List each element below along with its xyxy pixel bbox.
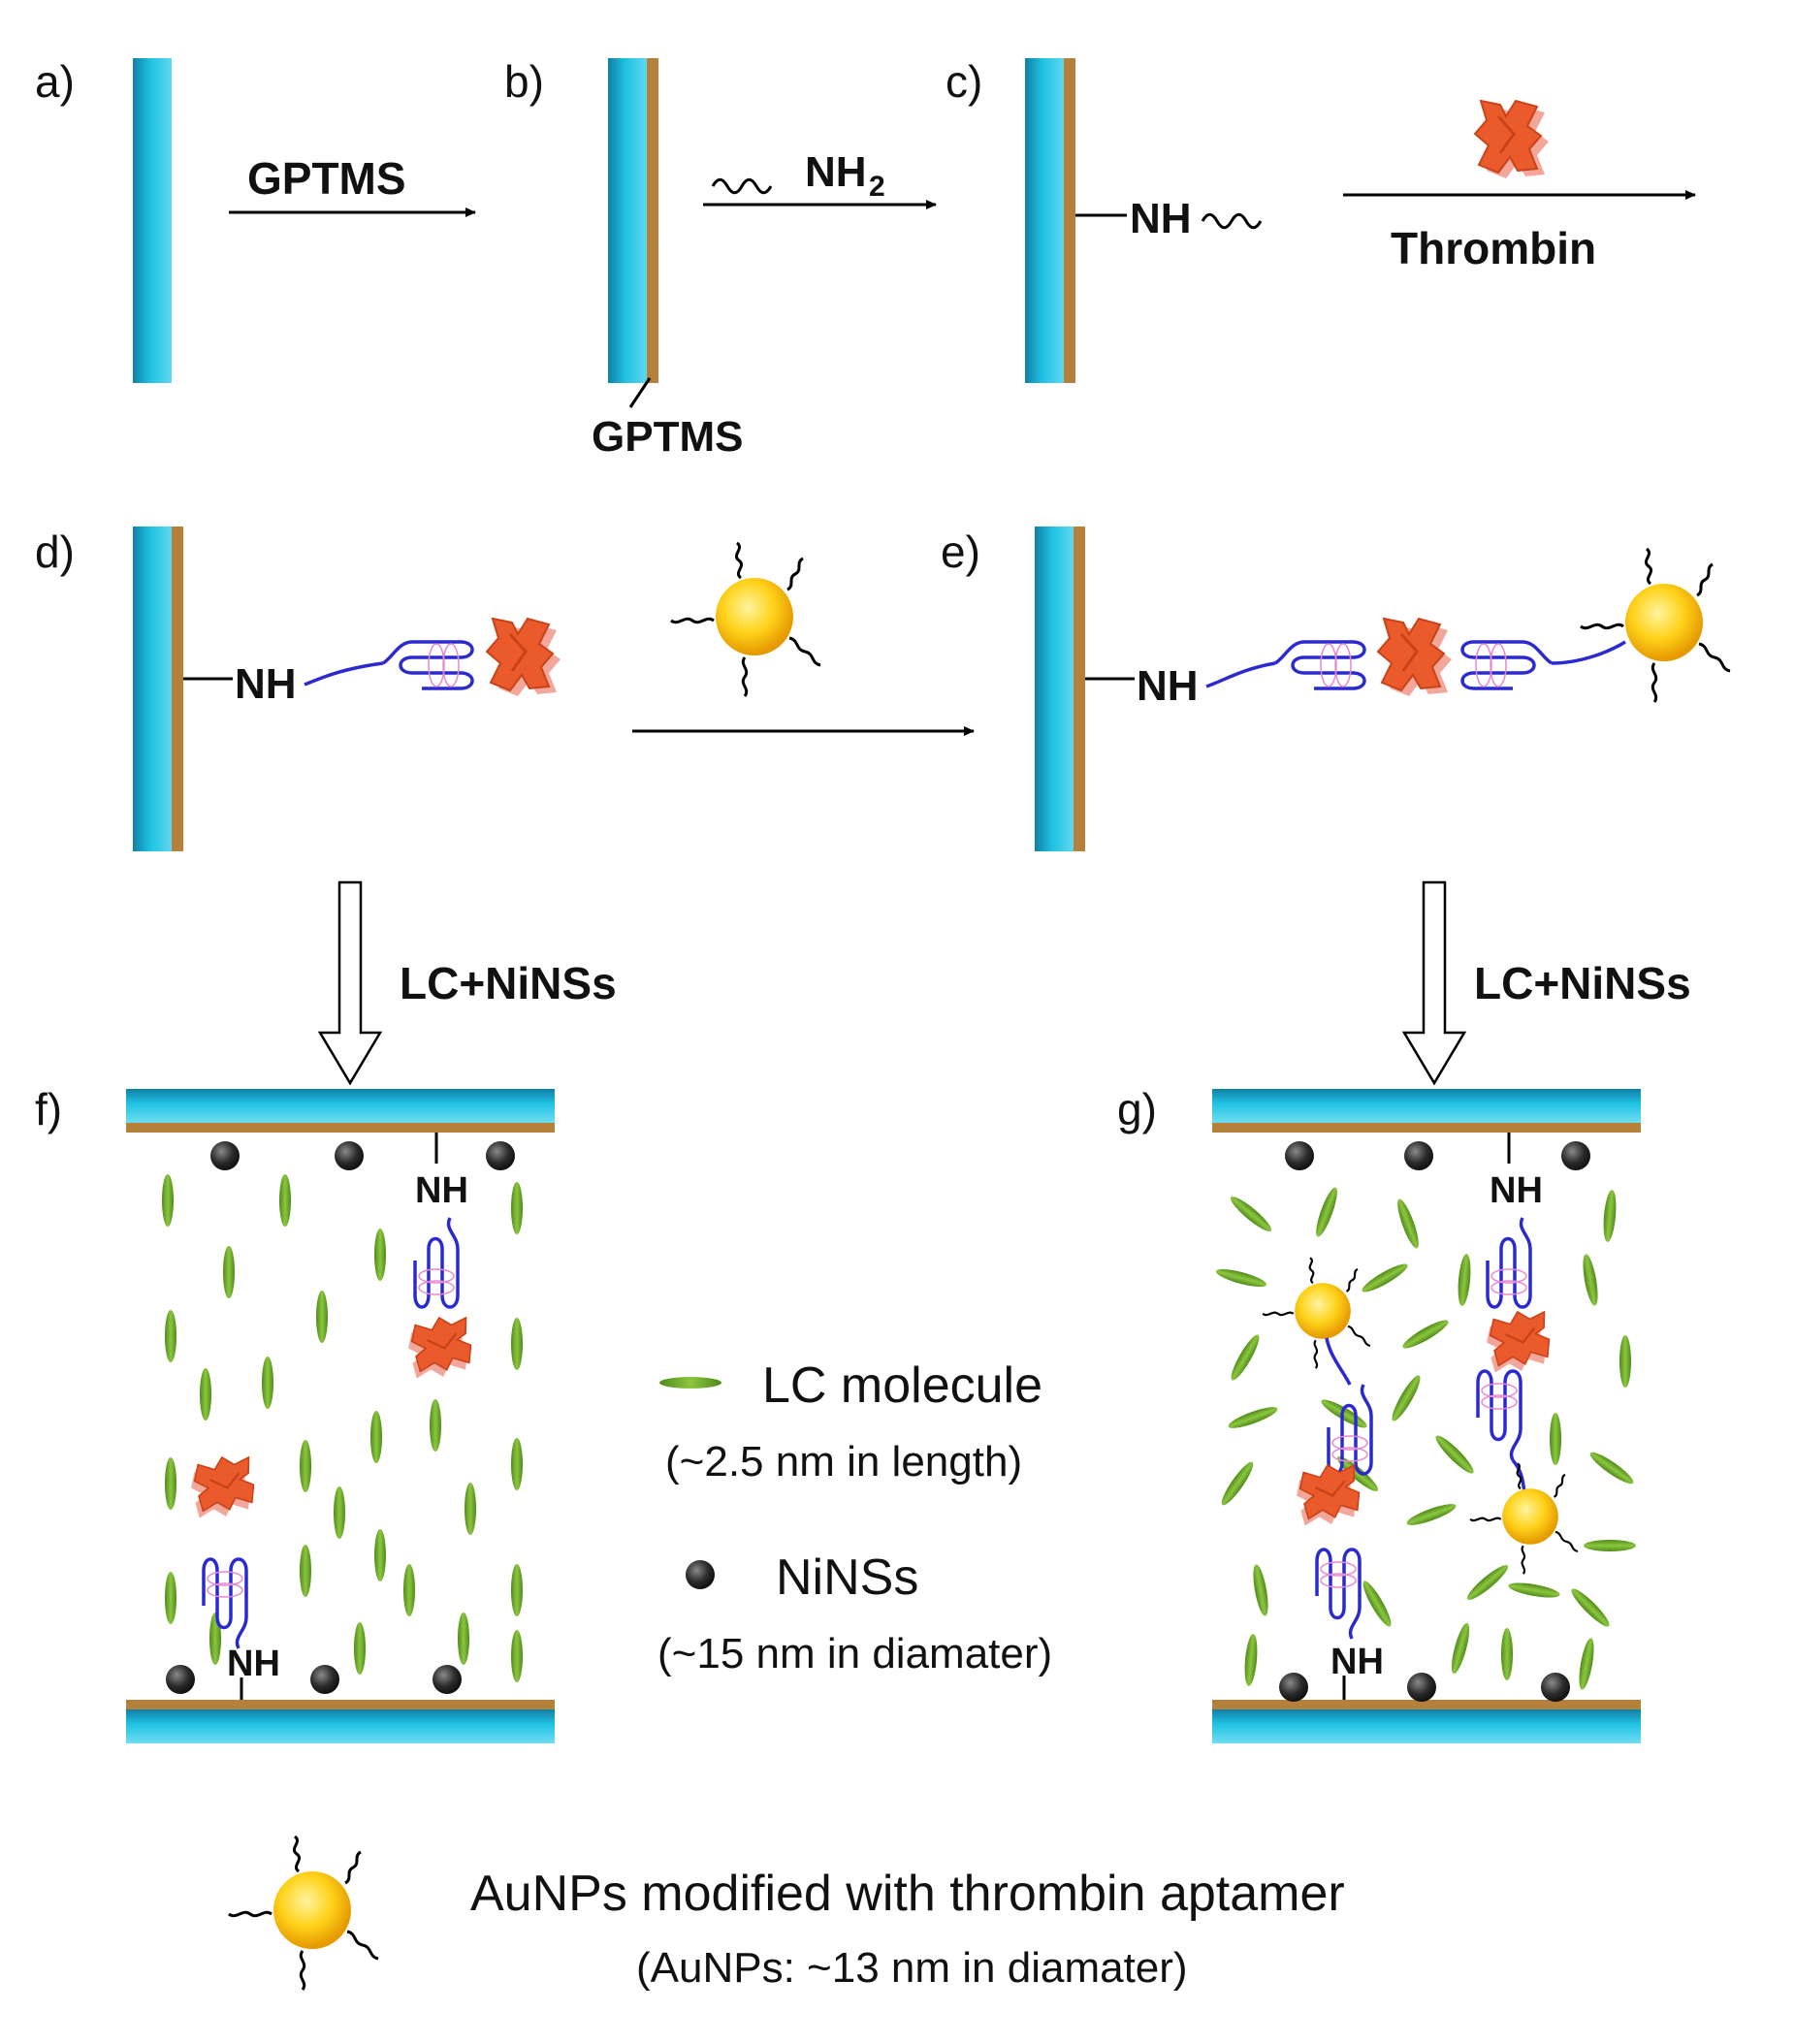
thrombin-icon	[1376, 617, 1454, 698]
lc-molecule-legend-icon	[659, 1377, 721, 1389]
aunp-icon	[1579, 547, 1732, 704]
thrombin-icon	[402, 1312, 477, 1384]
step-lc-ninss-right: LC+NiNSs	[1401, 880, 1691, 1086]
panel-c: c) NH	[946, 56, 1263, 383]
aptamer-strand	[711, 177, 773, 195]
aunp-size-label: (AuNPs: ~13 nm in diamater)	[636, 1944, 1188, 1992]
panel-c-label: c)	[946, 56, 982, 107]
aptamer-strand	[1205, 661, 1276, 688]
block-arrow	[317, 880, 383, 1086]
g-quadruplex-aptamer	[413, 1216, 460, 1309]
gptms-reagent-label: GPTMS	[247, 153, 406, 204]
block-arrow	[1401, 880, 1467, 1086]
panel-g-label: g)	[1117, 1084, 1157, 1134]
bottom-glass-slide	[126, 1709, 555, 1743]
glass-slide	[133, 58, 172, 383]
ninss-legend-icon	[686, 1560, 715, 1589]
g-quadruplex-aptamer	[1476, 1369, 1523, 1462]
aunp-icon	[669, 541, 822, 698]
panel-d-label: d)	[35, 527, 75, 577]
step-gptms: GPTMS	[229, 153, 476, 217]
thrombin-icon	[485, 617, 562, 698]
nh-label: NH	[1330, 1642, 1384, 1682]
lc-molecule-label: LC molecule	[762, 1357, 1042, 1414]
panel-a: a)	[35, 56, 172, 383]
g-quadruplex-aptamer	[1315, 1548, 1362, 1641]
aunp-legend: AuNPs modified with thrombin aptamer (Au…	[227, 1835, 1345, 1992]
panel-f: f) NH NH	[35, 1084, 555, 1743]
thrombin-icon	[1473, 99, 1551, 180]
gptms-leader-line	[628, 377, 652, 408]
panel-b-label: b)	[504, 56, 544, 107]
gptms-layer	[126, 1700, 555, 1709]
step-aunp	[632, 541, 975, 736]
panel-d: d) NH	[35, 527, 562, 851]
glass-slide	[608, 58, 647, 383]
nh-label: NH	[235, 660, 297, 708]
nh-label: NH	[415, 1170, 468, 1211]
bottom-glass-slide	[1212, 1709, 1641, 1743]
g-quadruplex-aptamer	[1327, 1383, 1373, 1476]
aptamer-strand	[304, 661, 384, 687]
ninss-label: NiNSs	[776, 1549, 918, 1606]
thrombin-icon	[185, 1452, 260, 1523]
legend: LC molecule (~2.5 nm in length) NiNSs (~…	[657, 1357, 1052, 1677]
thrombin-icon	[1291, 1459, 1365, 1531]
panel-a-label: a)	[35, 56, 75, 107]
gptms-layer	[1212, 1123, 1641, 1133]
nh-label: NH	[227, 1644, 280, 1684]
gptms-layer-label: GPTMS	[592, 413, 743, 461]
glass-slide	[1025, 58, 1064, 383]
top-aptamer-complex: NH	[1468, 1133, 1580, 1576]
g-quadruplex-aptamer	[1486, 1216, 1532, 1309]
g-quadruplex-aptamer	[1273, 640, 1366, 690]
amine-reagent-label: NH	[805, 148, 867, 196]
aptamer-strand	[1201, 212, 1263, 230]
thrombin-label: Thrombin	[1391, 223, 1596, 273]
lc-ninss-label: LC+NiNSs	[400, 958, 617, 1008]
glass-slide	[1035, 527, 1074, 851]
step-lc-ninss-left: LC+NiNSs	[317, 880, 617, 1086]
top-aptamer-complex: NH	[402, 1133, 477, 1384]
gptms-layer	[1212, 1700, 1641, 1709]
aunp-icon	[1261, 1257, 1372, 1370]
step-thrombin: Thrombin	[1343, 99, 1696, 273]
gptms-layer	[1064, 58, 1075, 383]
top-glass-slide	[126, 1089, 555, 1123]
nh-label: NH	[1137, 662, 1199, 710]
aunp-label: AuNPs modified with thrombin aptamer	[470, 1866, 1345, 1922]
step-amine: NH 2	[703, 148, 937, 209]
panel-b: b) GPTMS	[504, 56, 743, 461]
top-glass-slide	[1212, 1089, 1641, 1123]
gptms-layer	[126, 1123, 555, 1133]
bottom-aptamer-complex: NH	[185, 1452, 280, 1700]
bottom-aptamer-complex: NH	[1261, 1257, 1384, 1700]
aptamer-strand	[1551, 640, 1626, 665]
gptms-layer	[647, 58, 658, 383]
panel-e-label: e)	[941, 527, 980, 577]
g-quadruplex-aptamer	[1460, 640, 1554, 690]
aunp-legend-icon	[227, 1835, 380, 1992]
panel-g: g) NH	[1117, 1084, 1641, 1743]
ninss-size-label: (~15 nm in diamater)	[657, 1630, 1052, 1677]
lc-molecules-disordered	[1214, 1185, 1637, 1691]
glass-slide	[133, 527, 172, 851]
gptms-layer	[1074, 527, 1085, 851]
nh-label: NH	[1130, 195, 1192, 242]
lc-ninss-label: LC+NiNSs	[1474, 958, 1691, 1008]
gptms-layer	[172, 527, 183, 851]
panel-e: e) NH	[941, 527, 1732, 851]
thrombin-icon	[1481, 1306, 1555, 1378]
amine-subscript: 2	[869, 171, 885, 203]
nh-label: NH	[1490, 1170, 1543, 1211]
g-quadruplex-aptamer	[381, 640, 474, 690]
lc-size-label: (~2.5 nm in length)	[665, 1438, 1022, 1485]
panel-f-label: f)	[35, 1084, 62, 1134]
